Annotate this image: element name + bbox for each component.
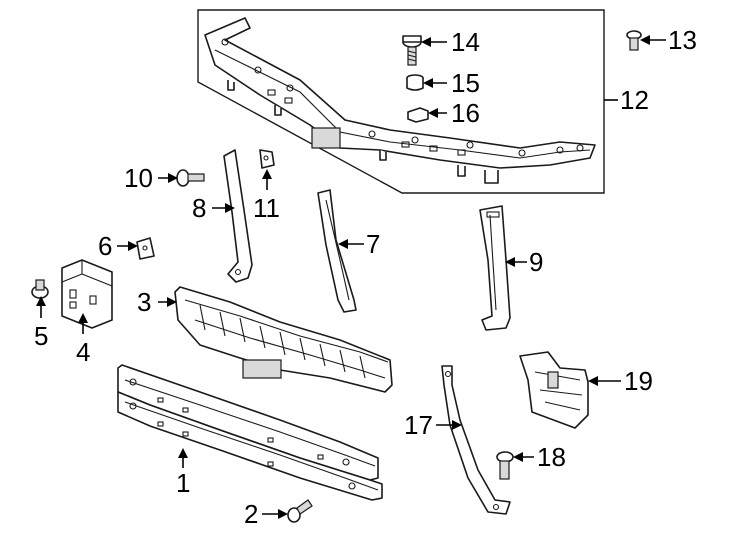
grommet-part-15 <box>406 74 424 91</box>
pad-part-16 <box>407 107 429 123</box>
bolt-part-18 <box>496 451 514 480</box>
brace-part-17 <box>441 365 511 515</box>
clip-part-6 <box>136 237 155 260</box>
callout-18: 18 <box>537 442 566 472</box>
callout-13: 13 <box>668 25 697 55</box>
callout-17: 17 <box>404 410 433 440</box>
upper-tie-bar-part-12 <box>204 17 596 184</box>
callout-10: 10 <box>124 163 153 193</box>
callout-2: 2 <box>244 499 258 529</box>
bracket-part-8 <box>223 149 253 283</box>
bracket-part-19 <box>519 351 589 429</box>
bolt-part-14 <box>402 35 422 66</box>
callout-8: 8 <box>192 193 206 223</box>
energy-absorber-part-3 <box>174 286 393 393</box>
bracket-part-9 <box>479 205 511 331</box>
callout-12: 12 <box>620 85 649 115</box>
callout-5: 5 <box>34 321 48 351</box>
bolt-part-10 <box>176 169 205 187</box>
callout-11: 11 <box>253 193 280 223</box>
callout-19: 19 <box>624 366 653 396</box>
callout-14: 14 <box>451 27 480 57</box>
callout-labels: 1 2 3 4 5 6 7 8 9 10 11 12 13 14 15 16 1… <box>34 25 697 529</box>
bolt-part-13 <box>626 30 642 51</box>
callout-6: 6 <box>98 231 112 261</box>
inset-box-12 <box>197 9 605 194</box>
callout-7: 7 <box>366 229 380 259</box>
callout-leaders <box>36 35 666 519</box>
callout-15: 15 <box>451 68 480 98</box>
callout-1: 1 <box>176 468 190 498</box>
callout-16: 16 <box>451 98 480 128</box>
bumper-beam-part-1 <box>117 364 383 501</box>
bolt-part-2 <box>287 499 313 523</box>
callout-9: 9 <box>529 247 543 277</box>
callout-3: 3 <box>137 287 151 317</box>
clip-part-11 <box>259 149 275 169</box>
callout-4: 4 <box>76 337 90 367</box>
bolt-part-5 <box>31 279 49 299</box>
bracket-part-7 <box>317 189 357 313</box>
block-part-4 <box>61 259 113 329</box>
